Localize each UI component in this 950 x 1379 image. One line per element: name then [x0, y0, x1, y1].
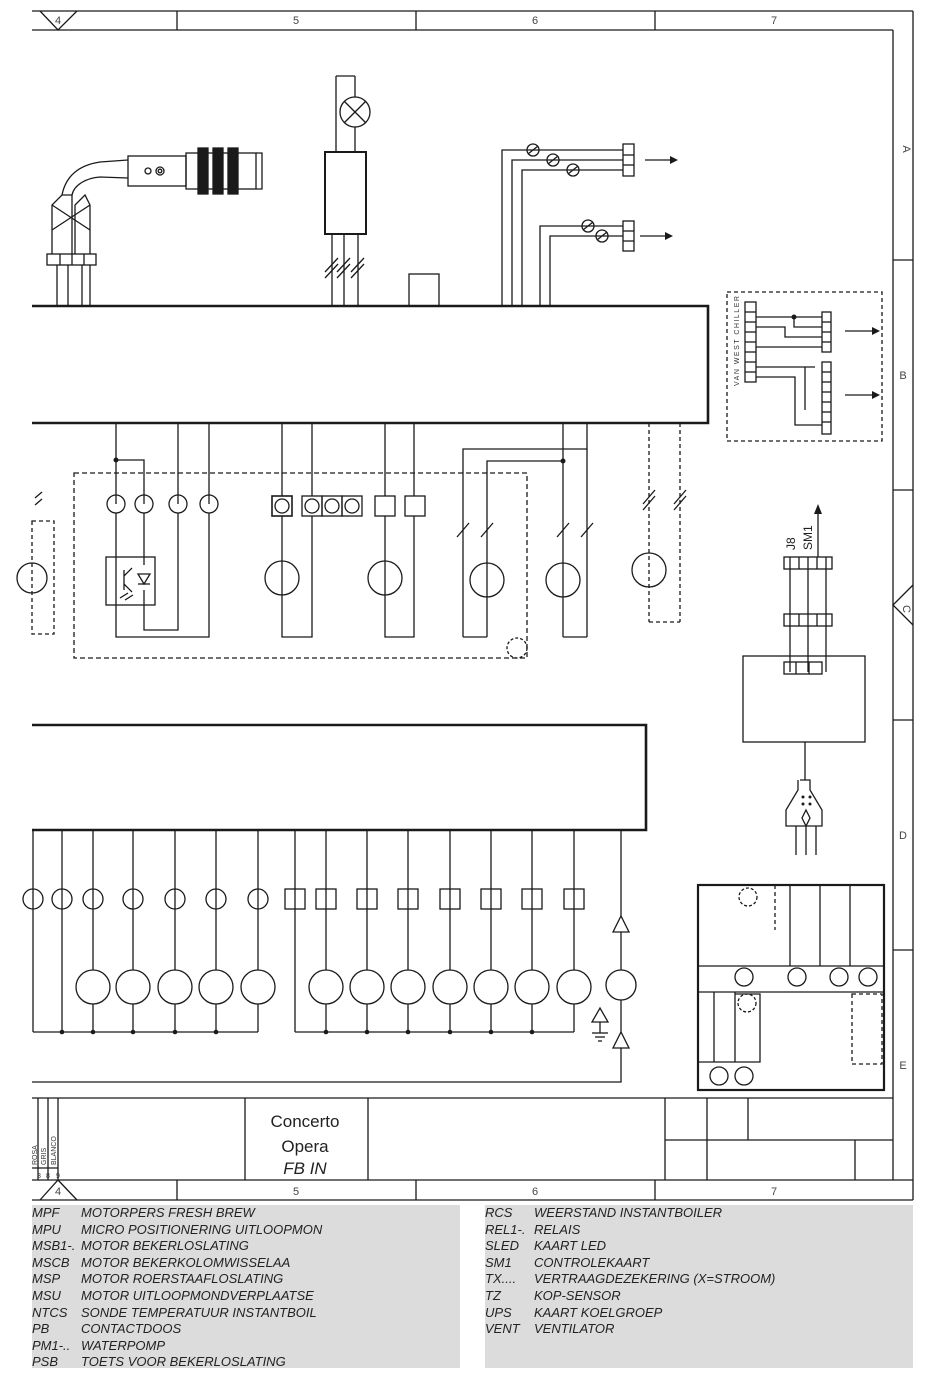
- drawing-frame: [32, 10, 914, 1201]
- legend-entry: REL1-. RELAIS: [485, 1222, 913, 1239]
- upper-board: [32, 273, 710, 425]
- legend-code: REL1-.: [485, 1221, 526, 1237]
- col-label-bottom-7: 7: [771, 1186, 777, 1198]
- legend-description: CONTACTDOOS: [81, 1321, 182, 1337]
- color-code-num-1: 8: [37, 1173, 41, 1180]
- legend-entry: MPF MOTORPERS FRESH BREW: [32, 1205, 460, 1222]
- chiller-box: [726, 291, 883, 442]
- legend-entry: TX.... VERTRAAGDEZEKERING (X=STROOM): [485, 1271, 913, 1288]
- sm1-controller: [742, 508, 866, 855]
- legend-description: WATERPOMP: [81, 1337, 166, 1353]
- legend-description: MOTOR UITLOOPMONDVERPLAATSE: [81, 1287, 314, 1303]
- col-label-top-7: 7: [771, 15, 777, 27]
- color-code-blanco: BLANCO: [51, 1136, 58, 1165]
- legend-description: MOTOR BEKERLOSLATING: [81, 1238, 249, 1254]
- legend-description: KAART KOELGROEP: [534, 1304, 663, 1320]
- sm1-label: SM1: [801, 525, 815, 550]
- legend-entry: MSP MOTOR ROERSTAAFLOSLATING: [32, 1271, 460, 1288]
- legend-left: MPF MOTORPERS FRESH BREW MPU MICRO POSITION…: [32, 1205, 460, 1371]
- row-label-a: A: [900, 145, 912, 153]
- legend-code: MSP: [32, 1271, 61, 1287]
- legend-description: MOTOR ROERSTAAFLOSLATING: [81, 1271, 284, 1287]
- legend-entry: RCS WEERSTAND INSTANTBOILER: [485, 1205, 913, 1222]
- legend-entry: PB CONTACTDOOS: [32, 1321, 460, 1338]
- upper-components: [16, 423, 687, 659]
- legend-entry: NTCS SONDE TEMPERATUUR INSTANTBOIL: [32, 1305, 460, 1322]
- legend-entry: MPU MICRO POSITIONERING UITLOOPMON: [32, 1222, 460, 1239]
- col-label-top-5: 5: [293, 15, 299, 27]
- legend-entry: SM1 CONTROLEKAART: [485, 1255, 913, 1272]
- legend-code: PM1-..: [32, 1337, 71, 1353]
- legend-description: WEERSTAND INSTANTBOILER: [534, 1205, 723, 1220]
- color-code-num-3: 9: [56, 1173, 60, 1180]
- j8-label: J8: [784, 537, 798, 550]
- legend-code: PB: [32, 1321, 50, 1337]
- legend-description: MOTOR BEKERKOLOMWISSELAA: [81, 1254, 291, 1270]
- legend-entry: TZ KOP-SENSOR: [485, 1288, 913, 1305]
- row-label-e: E: [899, 1060, 906, 1072]
- output-connectors: [501, 143, 675, 306]
- chiller-label: VAN WEST CHILLER: [734, 295, 741, 386]
- legend-code: SLED: [485, 1238, 519, 1254]
- row-label-d: D: [899, 830, 907, 842]
- lamp-terminal-block: [324, 75, 371, 306]
- row-label-c: C: [900, 605, 912, 613]
- legend-code: RCS: [485, 1205, 513, 1220]
- legend-code: UPS: [485, 1304, 512, 1320]
- legend-code: NTCS: [32, 1304, 68, 1320]
- legend-entry: MSU MOTOR UITLOOPMONDVERPLAATSE: [32, 1288, 460, 1305]
- legend-code: MPU: [32, 1221, 61, 1237]
- legend-code: VENT: [485, 1321, 520, 1337]
- legend-description: MOTORPERS FRESH BREW: [81, 1205, 255, 1220]
- color-code-num-2: 8: [46, 1173, 50, 1180]
- legend-code: TX....: [485, 1271, 517, 1287]
- title-line-2: Opera: [281, 1137, 329, 1156]
- lower-components: [22, 830, 637, 1083]
- legend-entry: MSCB MOTOR BEKERKOLOMWISSELAA: [32, 1255, 460, 1272]
- lower-board: [32, 723, 648, 832]
- legend-code: PSB: [32, 1354, 59, 1370]
- legend-entry: SLED KAART LED: [485, 1238, 913, 1255]
- legend-description: KOP-SENSOR: [534, 1287, 621, 1303]
- legend-code: MPF: [32, 1205, 60, 1220]
- title-block-frame: [32, 1097, 893, 1180]
- photo-sensor-cable: [46, 147, 263, 306]
- legend-description: CONTROLEKAART: [534, 1254, 650, 1270]
- title-line-3: FB IN: [283, 1159, 327, 1178]
- row-label-b: B: [899, 370, 906, 382]
- legend-code: MSU: [32, 1287, 61, 1303]
- legend-code: MSB1-.: [32, 1238, 76, 1254]
- legend-description: SONDE TEMPERATUUR INSTANTBOIL: [81, 1304, 317, 1320]
- legend-description: KAART LED: [534, 1238, 607, 1254]
- legend-description: TOETS VOOR BEKERLOSLATING: [81, 1354, 286, 1370]
- legend-entry: VENT VENTILATOR: [485, 1321, 913, 1338]
- legend-description: VERTRAAGDEZEKERING (X=STROOM): [534, 1271, 776, 1287]
- legend-code: MSCB: [32, 1254, 70, 1270]
- lower-junctions: [59, 1029, 535, 1035]
- col-label-top-6: 6: [532, 15, 538, 27]
- legend-code: SM1: [485, 1254, 512, 1270]
- legend-entry: UPS KAART KOELGROEP: [485, 1305, 913, 1322]
- title-line-1: Concerto: [271, 1112, 340, 1131]
- detail-box: [696, 883, 886, 1092]
- legend-code: TZ: [485, 1287, 501, 1303]
- col-label-bottom-5: 5: [293, 1186, 299, 1198]
- col-label-bottom-6: 6: [532, 1186, 538, 1198]
- legend-description: MICRO POSITIONERING UITLOOPMON: [81, 1221, 323, 1237]
- legend-entry: PM1-.. WATERPOMP: [32, 1338, 460, 1355]
- legend-entry: MSB1-. MOTOR BEKERLOSLATING: [32, 1238, 460, 1255]
- legend-description: RELAIS: [534, 1221, 581, 1237]
- col-label-bottom-4: 4: [55, 1186, 61, 1198]
- color-code-gris: GRIS: [41, 1148, 48, 1165]
- color-code-rosa: ROSA: [32, 1145, 39, 1165]
- legend-entry: PSB TOETS VOOR BEKERLOSLATING: [32, 1354, 460, 1371]
- legend-description: VENTILATOR: [534, 1321, 615, 1337]
- col-label-top-4: 4: [55, 15, 61, 27]
